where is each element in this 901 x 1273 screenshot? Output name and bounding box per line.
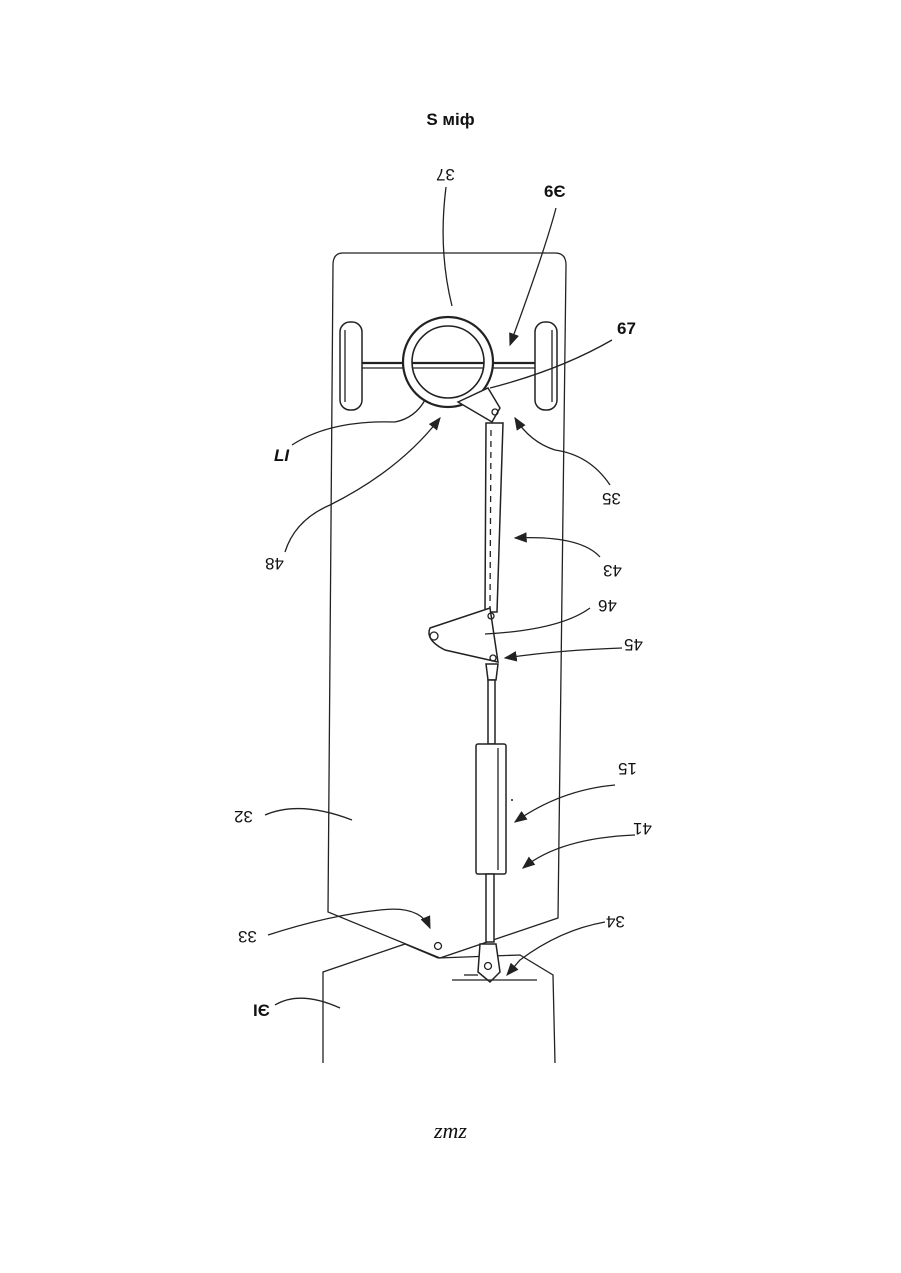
- lower-rod: [486, 874, 494, 942]
- label-45: 45: [624, 636, 643, 653]
- leader-32: [265, 809, 352, 820]
- hydraulic-cylinder: [476, 744, 506, 874]
- label-41: 41: [633, 820, 652, 837]
- leader-33: [268, 909, 430, 935]
- leader-46: [485, 608, 590, 634]
- left-wheel: [340, 322, 362, 410]
- label-32: 32: [234, 808, 253, 825]
- page-footer: zmz: [0, 1118, 901, 1144]
- upper-rod: [485, 423, 503, 612]
- label-33: 33: [238, 928, 257, 945]
- label-37: 37: [436, 166, 455, 183]
- leader-43: [515, 538, 600, 557]
- label-46: 46: [598, 597, 617, 614]
- leader-37: [443, 187, 452, 306]
- label-15: 15: [618, 760, 637, 777]
- leader-31: [275, 998, 340, 1008]
- label-31: IЄ: [253, 1002, 270, 1019]
- leader-35: [515, 418, 610, 485]
- label-48: 48: [265, 555, 284, 572]
- label-43: 43: [603, 562, 622, 579]
- leader-48: [285, 418, 440, 552]
- label-67: 67: [617, 320, 636, 337]
- label-LI: LI: [274, 447, 289, 464]
- label-35: 35: [602, 490, 621, 507]
- label-34: 34: [606, 913, 625, 930]
- hinge-pin: [435, 943, 442, 950]
- rear-body: [323, 944, 555, 1063]
- leader-15: [515, 785, 615, 822]
- label-39: 6Є: [544, 183, 566, 200]
- leader-45: [505, 648, 622, 658]
- leader-41: [523, 835, 635, 868]
- right-wheel: [535, 322, 557, 410]
- middle-rod: [488, 680, 495, 744]
